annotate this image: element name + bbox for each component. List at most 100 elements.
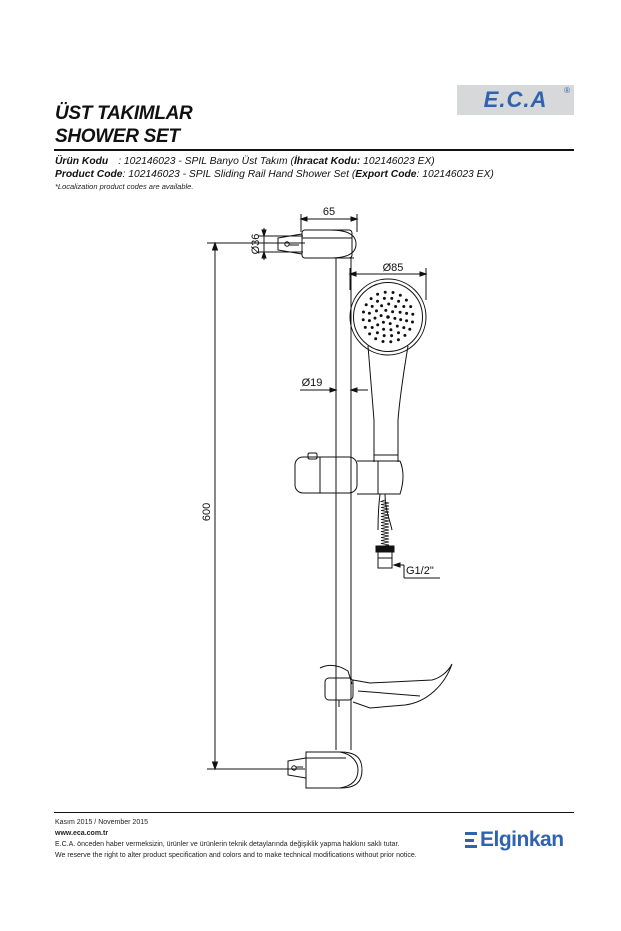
shower-hose (379, 499, 390, 549)
nozzle-dot (408, 327, 412, 331)
nozzle-dot (386, 315, 390, 319)
page-title-tr: ÜST TAKIMLAR (55, 103, 193, 124)
footer-divider (54, 812, 574, 813)
localization-note: *Localization product codes are availabl… (55, 182, 194, 191)
nozzle-dot (363, 325, 367, 329)
footer-website[interactable]: www.eca.com.tr (55, 830, 109, 837)
nozzle-dot (380, 304, 384, 308)
footer-note-tr: E.C.A. önceden haber vermeksizin, ürünle… (55, 841, 400, 848)
label-height-600: 600 (201, 503, 213, 521)
nozzle-dot (367, 311, 371, 315)
nozzle-dot (399, 318, 403, 322)
nozzle-dot (390, 334, 394, 338)
nozzle-dot (411, 320, 414, 324)
dimension-dia-36 (258, 228, 303, 260)
header-divider (54, 149, 574, 151)
product-code-tr: Ürün Kodu : 102146023 - SPIL Banyo Üst Ta… (55, 156, 435, 167)
page-title-en: SHOWER SET (55, 126, 180, 147)
nozzle-dot (403, 333, 407, 337)
product-code-en-label: Product Code (55, 169, 123, 180)
product-code-en: Product Code: 102146023 - SPIL Sliding R… (55, 169, 494, 180)
label-dia-19: Ø19 (302, 377, 323, 389)
nozzle-dot (411, 312, 415, 316)
nozzle-dot (375, 309, 378, 313)
nozzle-dot (368, 332, 372, 336)
label-thread: G1/2" (406, 565, 434, 577)
product-code-en-text: : 102146023 - SPIL Sliding Rail Hand Sho… (122, 169, 356, 180)
nozzle-dot (405, 319, 409, 323)
nozzle-dot (375, 331, 379, 335)
nozzle-dot (382, 296, 386, 300)
label-dia-85: Ø85 (383, 262, 404, 274)
nozzle-dot (405, 311, 409, 315)
export-code-en-value: : 102146023 EX) (416, 169, 494, 180)
nozzle-dot (369, 297, 373, 301)
product-code-tr-text: : 102146023 - SPIL Banyo Üst Takım ( (118, 156, 294, 167)
elginkan-logo-text: Elginkan (480, 828, 564, 851)
nozzle-dot (389, 340, 393, 344)
export-code-en-label: Export Code (355, 169, 417, 180)
hand-shower-head (349, 278, 427, 356)
product-code-tr-label: Ürün Kodu (55, 156, 109, 167)
dimension-dia-85 (348, 268, 428, 300)
nozzle-dot (381, 340, 385, 343)
nozzle-dot (376, 299, 379, 303)
nozzle-dot (381, 320, 385, 324)
nozzle-dot (379, 314, 383, 318)
nozzle-dot (382, 334, 386, 338)
export-code-tr-label: İhracat Kodu: (293, 156, 361, 167)
sliding-holder (294, 452, 404, 531)
nozzle-dot (397, 299, 401, 303)
registered-mark: ® (564, 86, 570, 95)
soap-dish (319, 663, 453, 709)
elginkan-logo: Elginkan (465, 828, 564, 852)
nozzle-dot (389, 328, 393, 332)
top-wall-bracket (277, 229, 357, 259)
label-dia-36: Ø36 (250, 234, 262, 255)
nozzle-dot (391, 291, 395, 294)
nozzle-dot (402, 326, 406, 330)
nozzle-dot (397, 331, 400, 335)
dimension-height-600 (207, 241, 305, 771)
nozzle-dot (362, 310, 365, 314)
nozzle-dot (376, 323, 380, 327)
nozzle-dot (384, 308, 388, 312)
nozzle-dot (391, 310, 395, 314)
nozzle-dot (388, 322, 392, 326)
nozzle-dot (409, 305, 413, 309)
footer-date: Kasım 2015 / November 2015 (55, 819, 148, 826)
eca-logo-text: E.C.A (483, 87, 548, 112)
nozzle-dot (402, 305, 406, 308)
dimension-width-65 (299, 214, 359, 232)
nozzle-dot (394, 305, 398, 308)
export-code-tr-value: 102146023 EX) (360, 156, 435, 167)
elginkan-bars-icon (465, 832, 477, 848)
bottom-wall-bracket (287, 751, 363, 789)
nozzle-dot (390, 296, 394, 300)
nozzle-dot (387, 302, 391, 306)
nozzle-dot (393, 316, 397, 320)
hose-connector (375, 545, 440, 579)
label-width-65: 65 (323, 206, 335, 218)
slide-rail (333, 257, 354, 750)
nozzle-dot (382, 327, 386, 331)
nozzle-dot (404, 298, 408, 302)
footer-note-en: We reserve the right to alter product sp… (55, 852, 417, 859)
nozzle-dot (383, 290, 387, 294)
nozzle-dot (373, 316, 377, 320)
eca-logo: E.C.A ® (457, 85, 574, 115)
dimension-dia-19 (300, 387, 368, 393)
nozzle-dot (398, 310, 402, 314)
nozzle-dot (396, 338, 400, 342)
nozzle-dot (364, 303, 368, 307)
nozzle-dot (361, 318, 365, 322)
nozzle-dot (374, 337, 378, 341)
nozzle-dot (395, 324, 399, 328)
nozzle-dot (367, 319, 371, 323)
nozzle-dot (398, 293, 402, 297)
hand-shower-handle (367, 345, 409, 462)
nozzle-dot (370, 304, 374, 308)
nozzle-dot (376, 292, 380, 296)
nozzle-dot (370, 326, 374, 329)
